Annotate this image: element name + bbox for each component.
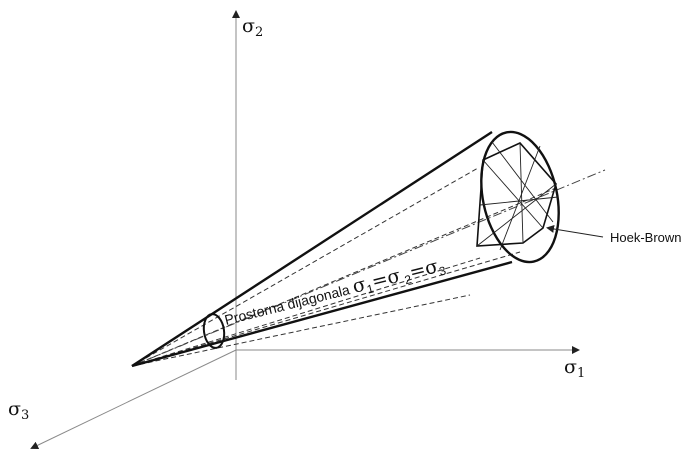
sigma3-axis bbox=[30, 349, 237, 450]
space-diagonal-line bbox=[131, 169, 606, 367]
sigma3-label: σ3 bbox=[8, 398, 29, 423]
hoek-brown-label: Hoek-Brown bbox=[610, 230, 682, 245]
sigma1-label: σ1 bbox=[564, 356, 585, 381]
cone-upper-edge bbox=[131, 130, 493, 368]
cone-lower-edge bbox=[131, 260, 513, 368]
space-diagonal-label: Prostorna dijagonala σ1=σ 2=σ3 bbox=[222, 254, 448, 332]
sigma2-label: σ2 bbox=[242, 15, 263, 40]
apex-ellipse bbox=[202, 313, 226, 349]
hoek-brown-pointer bbox=[546, 225, 604, 238]
section-radial-lines bbox=[476, 141, 559, 251]
